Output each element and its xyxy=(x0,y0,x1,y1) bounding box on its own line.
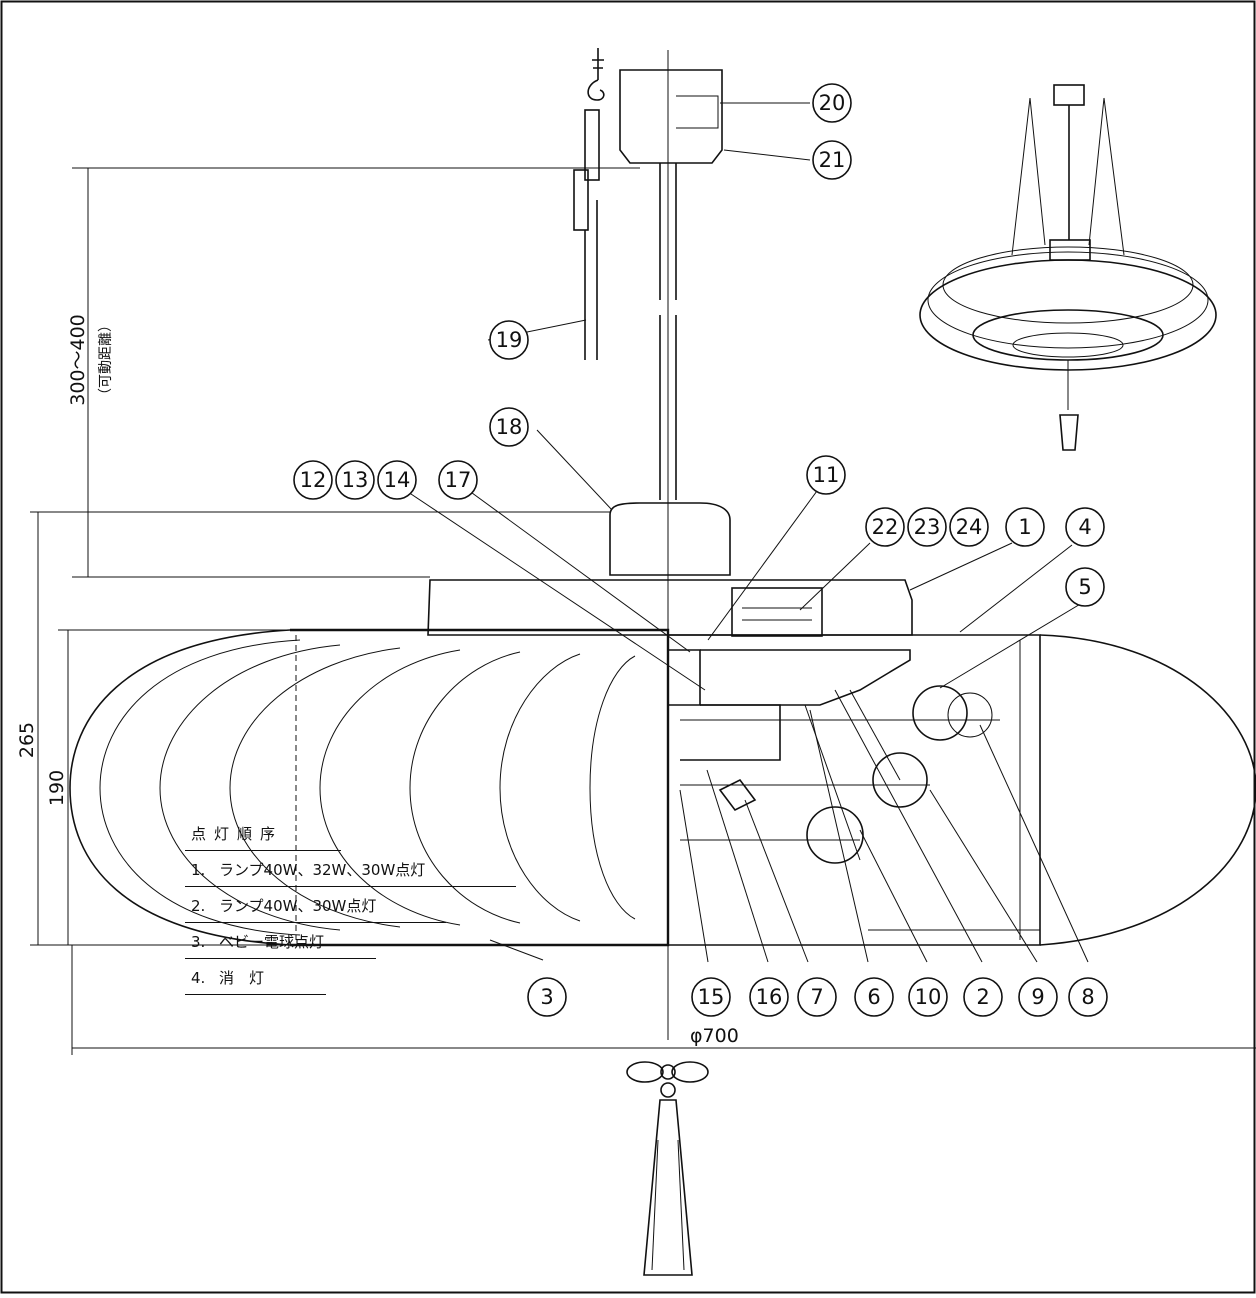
dim-height-adjust: 300～400 xyxy=(67,314,89,406)
dim-diameter: φ700 xyxy=(690,1025,739,1047)
svg-text:2: 2 xyxy=(976,985,989,1009)
legend-item-number: 4. xyxy=(191,969,206,987)
legend-item-number: 3. xyxy=(191,933,206,951)
ceiling-canopy xyxy=(619,69,723,500)
callout-3: 3 xyxy=(527,977,567,1017)
svg-text:3: 3 xyxy=(540,985,553,1009)
svg-text:12: 12 xyxy=(300,468,327,492)
callout-22: 22 xyxy=(865,507,905,547)
svg-text:15: 15 xyxy=(698,985,725,1009)
dim-body-height: 190 xyxy=(46,770,68,806)
svg-text:6: 6 xyxy=(867,985,880,1009)
callout-19: 19 xyxy=(489,320,529,360)
svg-text:18: 18 xyxy=(496,415,523,439)
svg-text:21: 21 xyxy=(819,148,846,172)
callout-11: 11 xyxy=(806,455,846,495)
callout-9: 9 xyxy=(1018,977,1058,1017)
callout-17: 17 xyxy=(438,460,478,500)
internal-parts xyxy=(668,587,1000,864)
lighting-sequence-legend: 点灯順序 1. ランプ40W、32W、30W点灯 2. ランプ40W、30W点灯 3… xyxy=(185,823,525,995)
svg-text:17: 17 xyxy=(445,468,472,492)
callout-14: 14 xyxy=(377,460,417,500)
legend-item-number: 1. xyxy=(191,861,206,879)
svg-text:1: 1 xyxy=(1018,515,1031,539)
legend-item-text: ランプ40W、32W、30W点灯 xyxy=(219,861,426,879)
callout-18: 18 xyxy=(489,407,529,447)
svg-text:7: 7 xyxy=(810,985,823,1009)
svg-text:24: 24 xyxy=(956,515,983,539)
callout-15: 15 xyxy=(691,977,731,1017)
dim-total-height: 265 xyxy=(16,722,38,758)
callout-24: 24 xyxy=(949,507,989,547)
svg-text:22: 22 xyxy=(872,515,899,539)
callouts: 20 21 19 18 12 13 14 17 11 22 23 24 1 4 … xyxy=(293,83,1108,1017)
callout-12: 12 xyxy=(293,460,333,500)
svg-text:4: 4 xyxy=(1078,515,1091,539)
legend-item-text: ベビー電球点灯 xyxy=(219,933,325,951)
callout-10: 10 xyxy=(908,977,948,1017)
callout-8: 8 xyxy=(1068,977,1108,1017)
svg-text:11: 11 xyxy=(813,463,840,487)
perspective-view xyxy=(919,84,1217,451)
legend-item-number: 2. xyxy=(191,897,206,915)
legend-item: 1. ランプ40W、32W、30W点灯 xyxy=(185,851,516,887)
callout-7: 7 xyxy=(797,977,837,1017)
svg-text:9: 9 xyxy=(1031,985,1044,1009)
dimension-lines xyxy=(30,167,1256,1055)
pull-tassel xyxy=(626,1061,709,1276)
callout-23: 23 xyxy=(907,507,947,547)
hook-chain xyxy=(573,48,605,360)
svg-text:13: 13 xyxy=(342,468,369,492)
legend-title: 点灯順序 xyxy=(185,823,341,851)
callout-2: 2 xyxy=(963,977,1003,1017)
callout-4: 4 xyxy=(1065,507,1105,547)
svg-text:16: 16 xyxy=(756,985,783,1009)
callout-13: 13 xyxy=(335,460,375,500)
callout-1: 1 xyxy=(1005,507,1045,547)
legend-item: 2. ランプ40W、30W点灯 xyxy=(185,887,446,923)
svg-text:8: 8 xyxy=(1081,985,1094,1009)
svg-text:19: 19 xyxy=(496,328,523,352)
svg-text:10: 10 xyxy=(915,985,942,1009)
svg-text:23: 23 xyxy=(914,515,941,539)
legend-item-text: ランプ40W、30W点灯 xyxy=(219,897,377,915)
callout-21: 21 xyxy=(812,140,852,180)
callout-20: 20 xyxy=(812,83,852,123)
svg-text:14: 14 xyxy=(384,468,411,492)
svg-text:5: 5 xyxy=(1078,575,1091,599)
legend-item: 3. ベビー電球点灯 xyxy=(185,923,376,959)
legend-item-text: 消 灯 xyxy=(219,969,265,987)
svg-text:20: 20 xyxy=(819,91,846,115)
callout-5: 5 xyxy=(1065,567,1105,607)
lamp-shade xyxy=(69,502,1256,947)
callout-16: 16 xyxy=(749,977,789,1017)
leader-lines xyxy=(404,102,1089,963)
legend-item: 4. 消 灯 xyxy=(185,959,326,995)
dim-height-adjust-note: （可動距離） xyxy=(97,318,114,402)
callout-6: 6 xyxy=(854,977,894,1017)
